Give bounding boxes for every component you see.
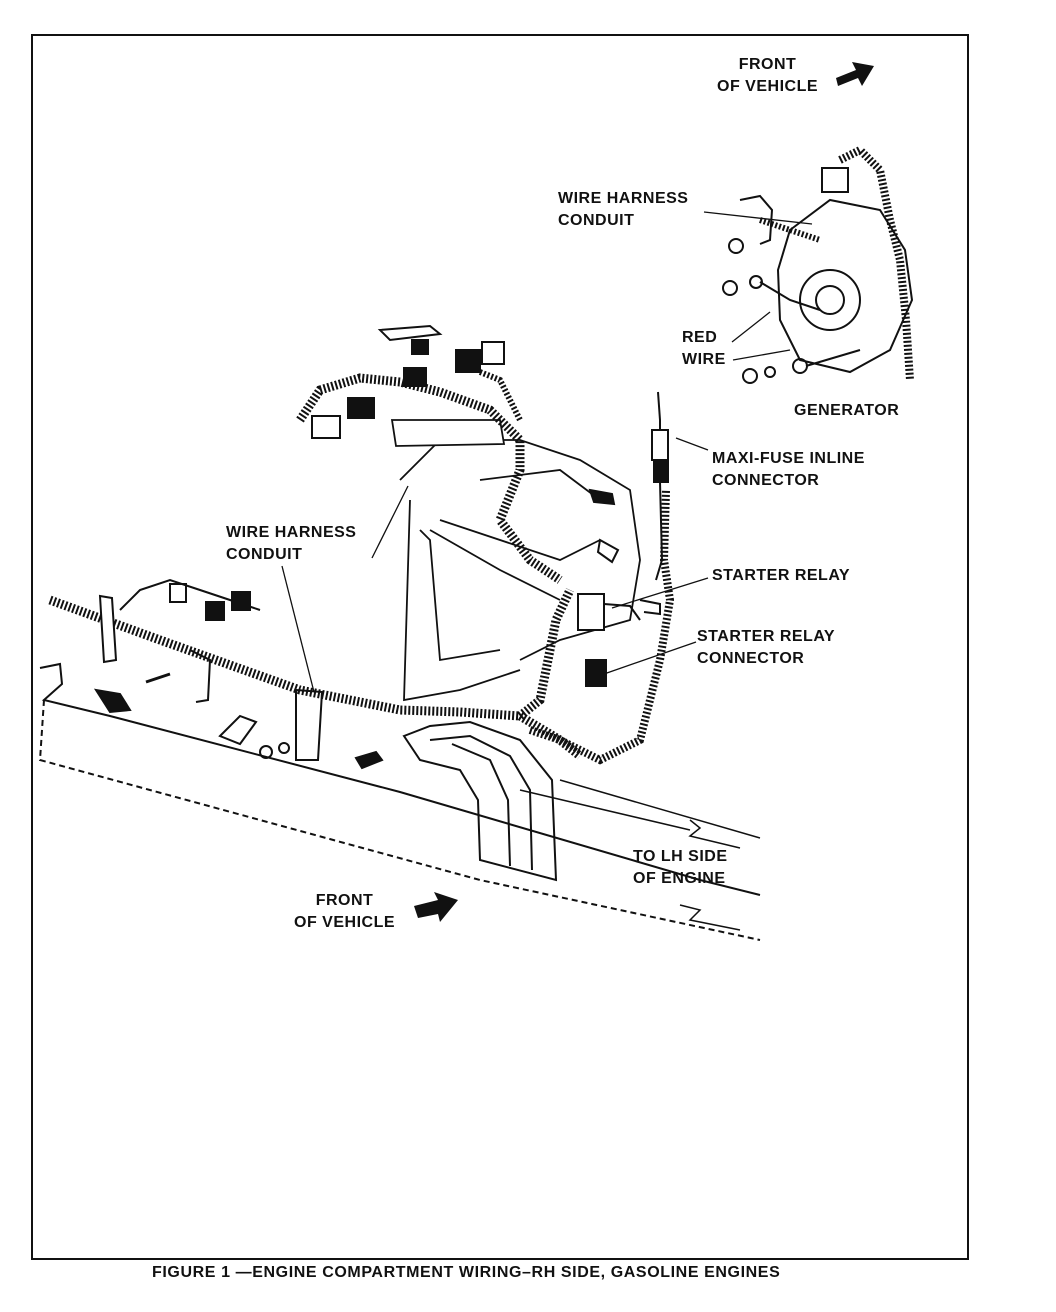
label-line: STARTER RELAY xyxy=(712,567,851,584)
generator xyxy=(722,145,914,384)
leader-lines xyxy=(281,211,813,693)
label-generator: GENERATOR xyxy=(794,400,899,422)
label-line: GENERATOR xyxy=(794,402,900,419)
label-line: OF ENGINE xyxy=(633,870,726,887)
label-line: WIRE HARNESS xyxy=(226,524,357,541)
front-arrow-bottom xyxy=(414,892,458,922)
wire-harness-conduit xyxy=(48,369,675,765)
label-line: CONDUIT xyxy=(226,546,303,563)
label-line: MAXI-FUSE INLINE xyxy=(712,450,865,467)
label-line: RED xyxy=(682,329,718,346)
label-line: FRONT xyxy=(738,56,797,73)
label-front-of-vehicle-top: FRONT OF VEHICLE xyxy=(717,54,818,98)
label-to-lh-side-of-engine: TO LH SIDE OF ENGINE xyxy=(633,846,728,890)
label-line: CONDUIT xyxy=(558,212,635,229)
label-line: STARTER RELAY xyxy=(697,628,836,645)
frame-rail xyxy=(38,662,761,941)
label-line: TO LH SIDE xyxy=(633,848,728,865)
engine-outline xyxy=(390,419,641,702)
label-red-wire: RED WIRE xyxy=(682,327,726,371)
label-line: OF VEHICLE xyxy=(294,914,396,931)
left-components xyxy=(93,488,620,770)
figure-caption: FIGURE 1 —ENGINE COMPARTMENT WIRING–RH S… xyxy=(152,1264,781,1281)
label-line: OF VEHICLE xyxy=(717,78,819,95)
label-line: WIRE xyxy=(682,351,726,368)
label-line: FRONT xyxy=(315,892,374,909)
top-connectors xyxy=(311,324,505,439)
label-front-of-vehicle-bottom: FRONT OF VEHICLE xyxy=(294,890,395,934)
crossmember xyxy=(402,720,558,882)
label-maxi-fuse-inline-connector: MAXI-FUSE INLINE CONNECTOR xyxy=(712,448,865,492)
label-line: CONNECTOR xyxy=(697,650,805,667)
maxi-fuse-connector xyxy=(651,391,669,581)
label-line: WIRE HARNESS xyxy=(558,190,689,207)
label-starter-relay: STARTER RELAY xyxy=(712,565,850,587)
label-wire-harness-conduit-left: WIRE HARNESS CONDUIT xyxy=(226,522,356,566)
label-starter-relay-connector: STARTER RELAY CONNECTOR xyxy=(697,626,835,670)
label-wire-harness-conduit-top: WIRE HARNESS CONDUIT xyxy=(558,188,688,232)
front-arrow-top xyxy=(836,62,874,86)
starter-relay xyxy=(577,593,661,687)
label-line: CONNECTOR xyxy=(712,472,820,489)
figure-frame xyxy=(31,34,969,1260)
